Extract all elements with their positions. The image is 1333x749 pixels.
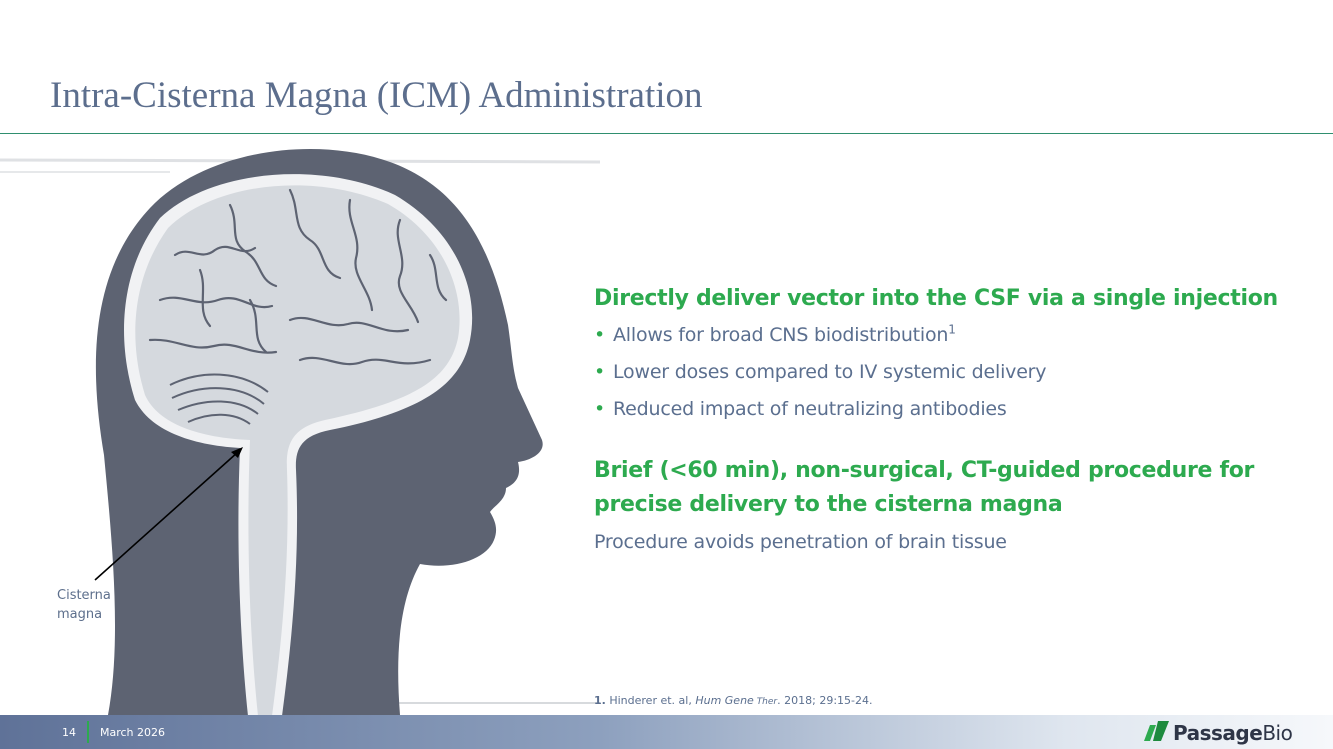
footnote-rest: . 2018; 29:15-24. [777, 694, 873, 707]
cisterna-magna-label: Cisterna magna [57, 588, 111, 622]
content-panel: Directly deliver vector into the CSF via… [594, 282, 1294, 562]
bullet-text: Allows for broad CNS biodistribution [613, 324, 949, 346]
callout-arrow-line [94, 451, 239, 581]
bullet-dot-icon: • [594, 361, 606, 383]
section1-bullet-list: • Allows for broad CNS biodistribution1 •… [594, 317, 1294, 428]
passage-bio-logo: PassageBio [1144, 721, 1293, 745]
bullet-item: • Lower doses compared to IV systemic del… [594, 354, 1294, 391]
logo-mark-icon [1144, 721, 1169, 741]
section1-heading: Directly deliver vector into the CSF via… [594, 286, 1278, 311]
section2-text: Procedure avoids penetration of brain ti… [594, 531, 1007, 553]
head-brain-illustration [0, 149, 600, 715]
footnote-journal-small: Ther [753, 697, 778, 707]
footer-divider [87, 721, 89, 743]
bullet-item: • Allows for broad CNS biodistribution1 [594, 317, 1294, 354]
logo-word-bio: Bio [1262, 721, 1293, 745]
bullet-text: Reduced impact of neutralizing antibodie… [613, 398, 1007, 420]
footnote-number: 1. [594, 694, 606, 707]
footnote: 1. Hinderer et. al, Hum Gene Ther. 2018;… [594, 694, 873, 707]
page-number: 14 [62, 726, 76, 739]
brain-folds [148, 188, 448, 366]
footer-bar: 14 March 2026 PassageBio [0, 715, 1333, 749]
section2-heading: Brief (<60 min), non-surgical, CT-guided… [594, 458, 1255, 517]
bullet-dot-icon: • [594, 398, 606, 420]
bullet-item: • Reduced impact of neutralizing antibodi… [594, 391, 1294, 428]
callout-arrow-head [231, 447, 243, 458]
title-divider [0, 133, 1333, 134]
logo-text: PassageBio [1173, 721, 1293, 745]
cerebellum [169, 373, 269, 425]
footnote-journal: Hum Gene [695, 694, 754, 707]
bullet-superscript: 1 [948, 322, 956, 337]
brain-shape [135, 185, 460, 715]
slide-title: Intra-Cisterna Magna (ICM) Administratio… [50, 75, 703, 116]
footer-date: March 2026 [100, 726, 166, 739]
bullet-dot-icon: • [594, 324, 606, 346]
footnote-authors: Hinderer et. al, [605, 694, 696, 707]
logo-word-passage: Passage [1173, 721, 1263, 745]
bullet-text: Lower doses compared to IV systemic deli… [613, 361, 1047, 383]
